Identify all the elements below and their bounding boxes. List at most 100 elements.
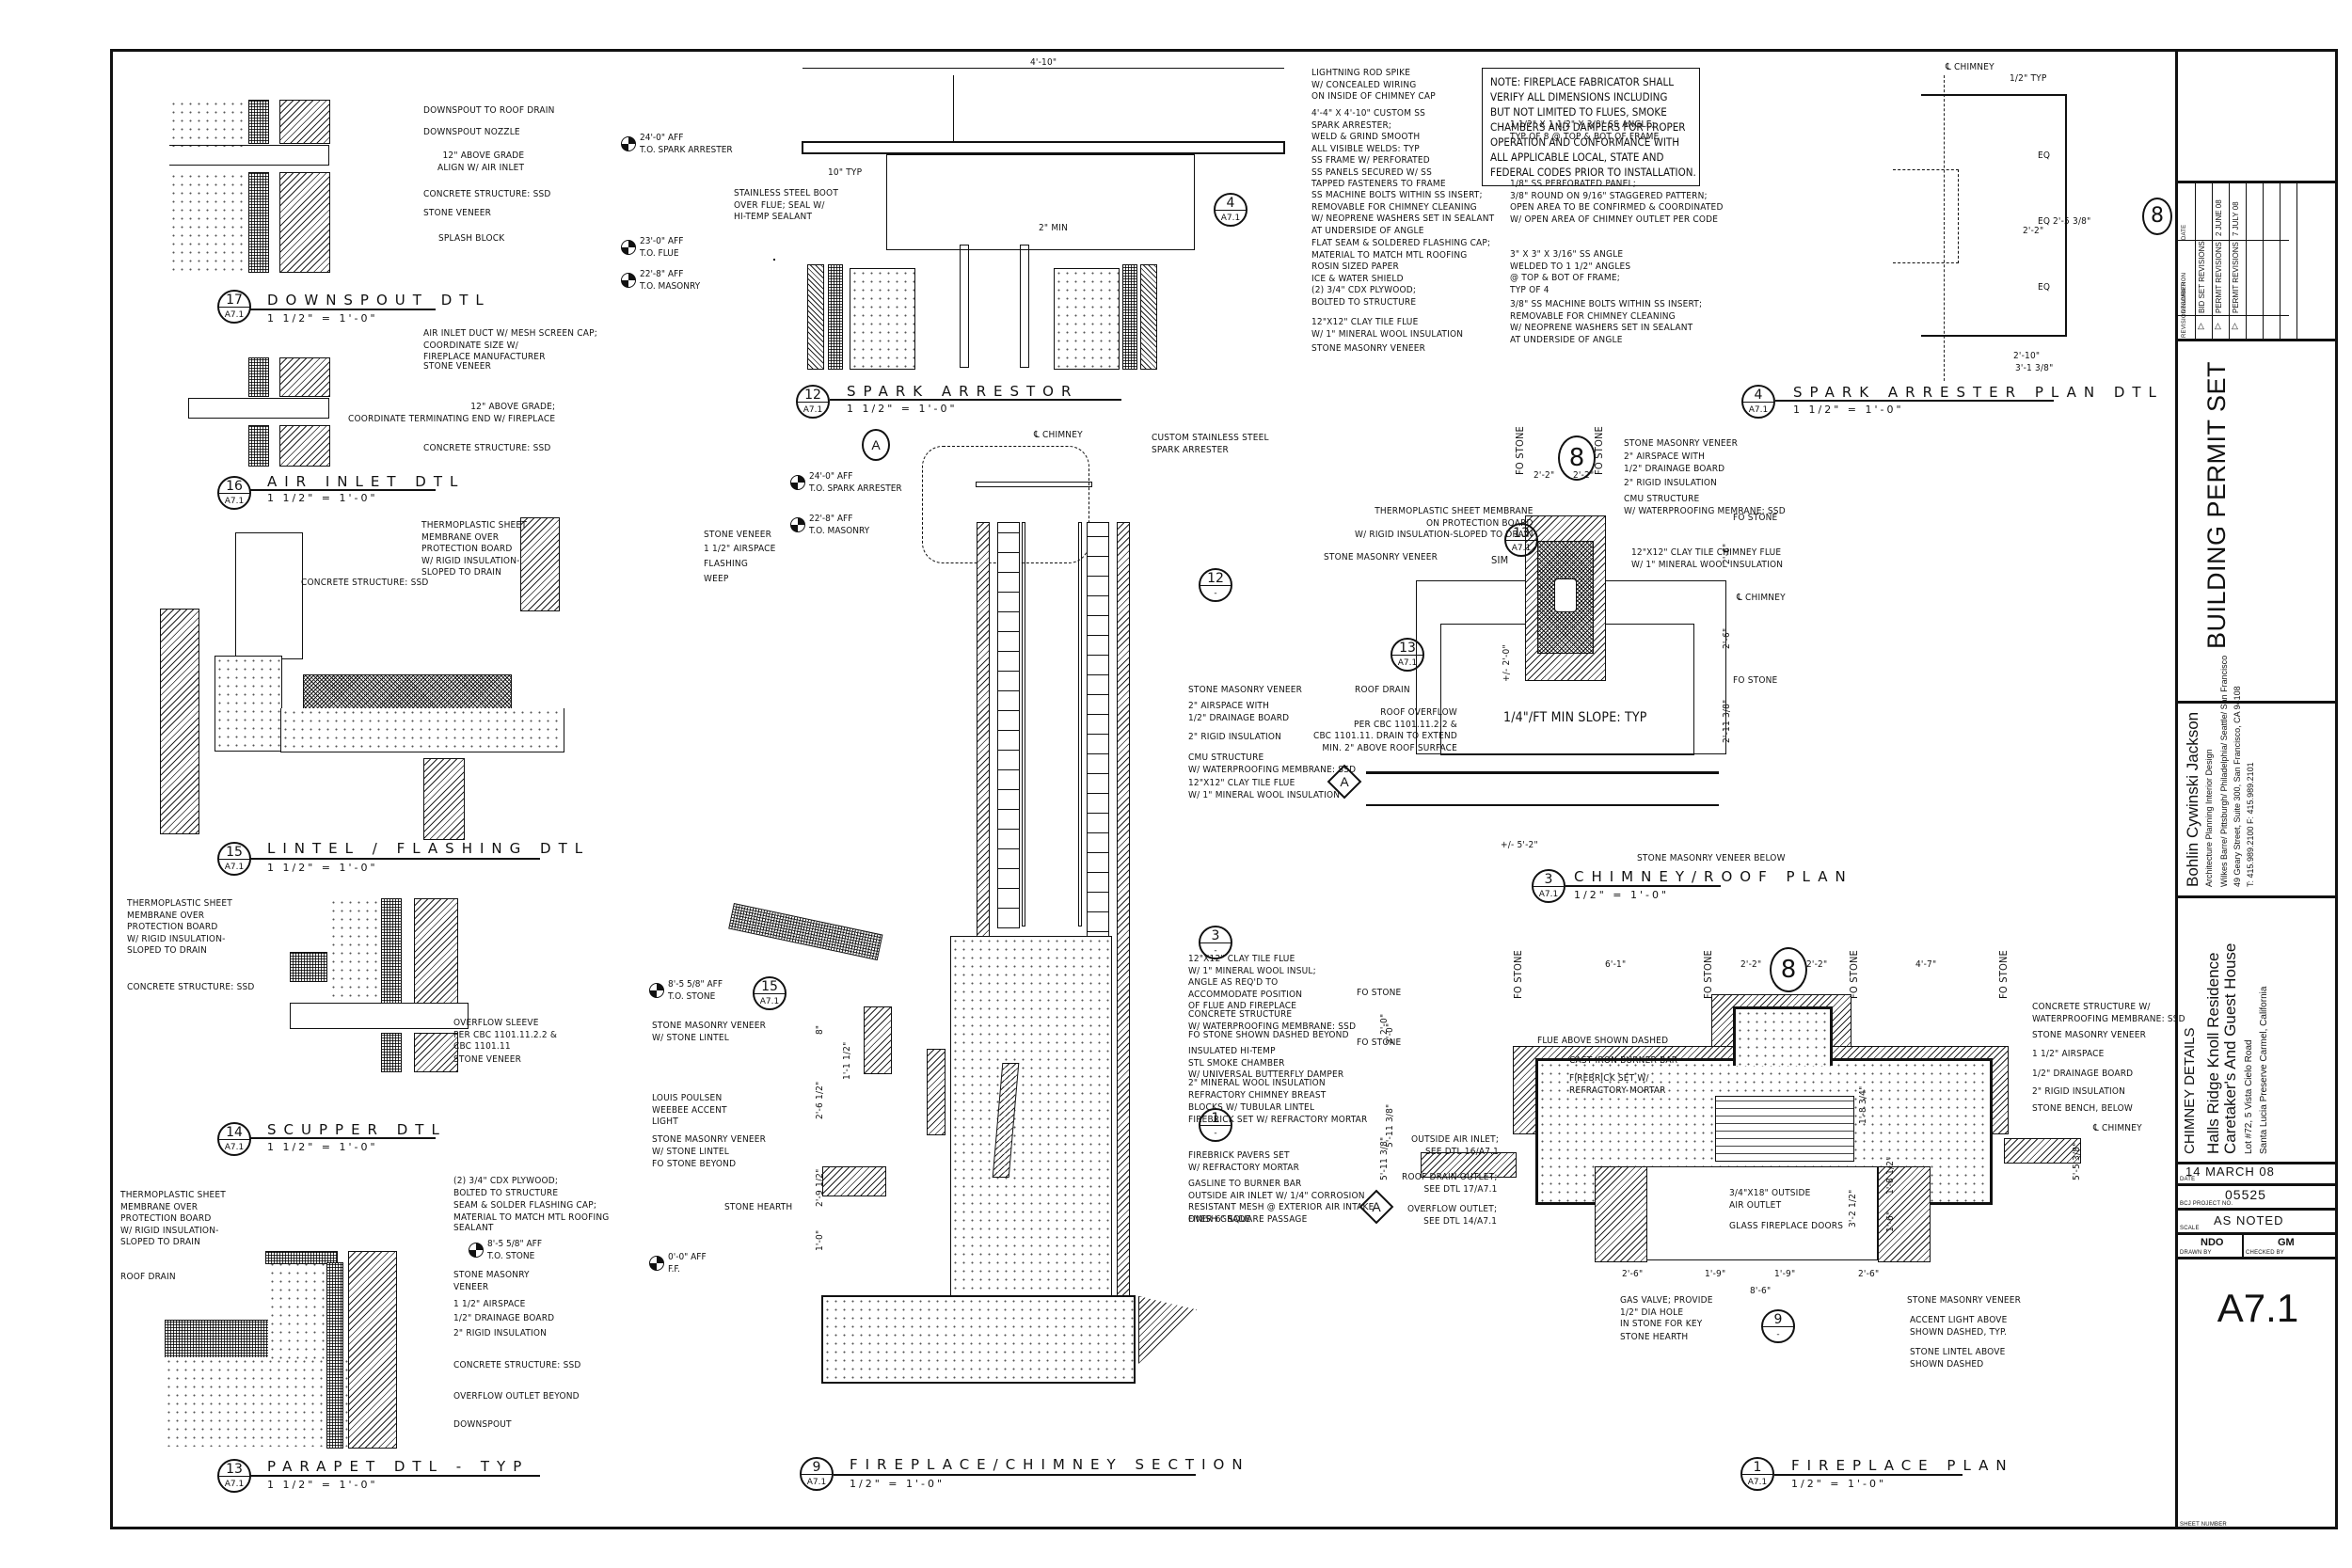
dimension-label: 1'-9" — [1774, 1269, 1796, 1279]
stone-veneer-hatch — [348, 1251, 397, 1449]
label: 2" MINERAL WOOL INSULATION — [1188, 1078, 1326, 1088]
label: GASLINE TO BURNER BAR OUTSIDE AIR INLET … — [1188, 1179, 1375, 1225]
section-mark-9[interactable]: 9- — [1761, 1309, 1795, 1343]
elevation-marker: 22'-8" AFF T.O. MASONRY — [621, 268, 700, 293]
flue-liner — [1022, 522, 1025, 927]
section-mark-12[interactable]: 12- — [1199, 568, 1232, 602]
drawn-by-label: DRAWN BY — [2180, 1250, 2212, 1256]
label: GAS VALVE; PROVIDE 1/2" DIA HOLE IN STON… — [1620, 1295, 1713, 1329]
label: 2" RIGID INSULATION — [2032, 1086, 2126, 1097]
fireplace-opening — [1645, 1166, 1878, 1260]
perforated-panel-outline — [1893, 169, 1959, 263]
firm-phone: T: 415.989.2100 F: 415.989.2101 — [2246, 762, 2255, 887]
drawing-sheet-border — [110, 49, 2338, 1529]
label: STONE MASONRY VENEER — [1188, 685, 1303, 695]
dimension-label: 2'-11 3/8" — [1722, 699, 1732, 743]
dimension-label: 1'-8 3/4" — [1858, 1085, 1868, 1124]
stone-veneer-hatch — [414, 1033, 458, 1072]
section-mark-3[interactable]: 3- — [1199, 926, 1232, 959]
firebox — [1715, 1096, 1854, 1162]
label: SEAM & SOLDER FLASHING CAP; MATERIAL TO … — [453, 1200, 610, 1223]
cmu-structure — [997, 522, 1020, 928]
centerline — [1944, 75, 1945, 381]
wall-line — [1366, 771, 1719, 774]
cell-divider — [2242, 1235, 2244, 1257]
label: 1/8" SS PERFORATED PANEL; 3/8" ROUND ON … — [1510, 179, 1724, 225]
dimension-label: +/- 5'-2" — [1501, 840, 1538, 850]
title-block: DATE DESCRIPTION REVISION NUMBER BID SET… — [2175, 49, 2338, 1529]
label: FINISH GRADE — [1188, 1214, 1251, 1225]
rigid-insulation — [248, 100, 269, 144]
title-underline — [834, 1474, 1196, 1476]
dimension-label: 4'-7" — [1915, 959, 1937, 970]
dimension-label: 5'-11 3/8" — [1385, 1103, 1395, 1148]
detail-title: FIREPLACE PLAN — [1791, 1457, 2014, 1474]
label: CONCRETE STRUCTURE W/ WATERPROOFING MEMB… — [1188, 1009, 1357, 1032]
firm-disciplines: Architecture Planning Interior Design — [2204, 749, 2214, 887]
concrete-structure — [1733, 1006, 1833, 1066]
concrete-structure — [950, 936, 1112, 1309]
header-framing — [235, 532, 303, 659]
lightning-rod — [953, 75, 954, 141]
dimension-label: 2'-6" — [1622, 1269, 1644, 1279]
date-label: DATE — [2180, 1177, 2196, 1182]
label: ROOF DRAIN — [1355, 685, 1410, 695]
dimension-label: 10" TYP — [828, 167, 863, 178]
scale-cell: AS NOTED SCALE — [2178, 1211, 2338, 1235]
label: 12"X12" CLAY TILE FLUE W/ 1" MINERAL WOO… — [1311, 317, 1464, 340]
label: DOWNSPOUT NOZZLE — [423, 127, 520, 137]
label: GLASS FIREPLACE DOORS — [1729, 1221, 1844, 1231]
label: AIR INLET DUCT W/ MESH SCREEN CAP; COORD… — [423, 328, 597, 362]
label: STONE MASONRY VENEER W/ STONE LINTEL — [652, 1021, 767, 1043]
spark-arrester — [976, 482, 1092, 487]
label: STONE VENEER — [423, 208, 492, 218]
label: STONE BENCH, BELOW — [2032, 1103, 2133, 1114]
drawn-by: NDO — [2201, 1237, 2224, 1248]
label: FIREBRICK SET W/ REFRACTORY MORTAR — [1569, 1073, 1666, 1096]
section-mark-1[interactable]: 1- — [1199, 1108, 1232, 1142]
label: CONCRETE STRUCTURE W/ WATERPROOFING MEMB… — [2032, 1002, 2185, 1024]
project-name-line2: Caretaker's And Guest House — [2221, 942, 2239, 1154]
label: 3/8" SS MACHINE BOLTS WITHIN SS INSERT; … — [1510, 299, 1703, 345]
centerline-label: ℄ CHIMNEY — [2093, 1123, 2142, 1133]
dimension-label: 2'-5 3/8" — [2053, 216, 2091, 227]
revision-row — [2212, 183, 2230, 339]
detail-scale: 1 1/2" = 1'-0" — [267, 862, 378, 874]
concrete-fill — [215, 656, 282, 752]
label: STAINLESS STEEL BOOT OVER FLUE; SEAL W/ … — [734, 188, 839, 222]
dimension-label: 2'-9 1/2" — [815, 1168, 825, 1207]
centerline-label: ℄ CHIMNEY — [1946, 62, 1994, 72]
revision-divider — [2178, 240, 2289, 241]
detail-title: FIREPLACE/CHIMNEY SECTION — [850, 1456, 1250, 1473]
detail-scale: 1 1/2" = 1'-0" — [847, 403, 958, 415]
project-cell: CHIMNEY DETAILS Halls Ridge Knoll Reside… — [2178, 895, 2338, 1164]
label: FLASHING — [704, 559, 749, 569]
title-underline — [250, 309, 436, 310]
detail-title: SPARK ARRESTER PLAN DTL — [1793, 384, 2164, 401]
label: INSULATED HI-TEMP STL SMOKE CHAMBER W/ U… — [1188, 1046, 1344, 1080]
dimension-label: 3'-2 1/2" — [1848, 1189, 1858, 1227]
title-underline — [250, 1137, 436, 1139]
stone-veneer-hatch — [279, 425, 330, 467]
firm-address: 49 Geary Street, Suite 300, San Francisc… — [2233, 686, 2242, 887]
dimension-label: 1'-0" — [815, 1229, 825, 1251]
revision-delta-icon: △ — [2215, 321, 2221, 330]
project-number-label: BCJ PROJECT NO. — [2180, 1201, 2233, 1207]
grid-bubble-a: A — [862, 429, 890, 461]
detail-scale: 1 1/2" = 1'-0" — [267, 1141, 378, 1153]
stone-hatch — [2004, 1138, 2081, 1164]
grid-bubble-8: 8 — [1558, 436, 1596, 481]
stone-lintel-hatch — [864, 1006, 892, 1074]
rigid-insulation-roof — [165, 1320, 270, 1359]
scale-label: SCALE — [2180, 1226, 2200, 1231]
overflow-sleeve — [290, 1003, 469, 1029]
stone-veneer-hatch — [279, 172, 330, 273]
dimension-label: 1'-9" — [1705, 1269, 1726, 1279]
drawn-checked-cell: NDO DRAWN BY GM CHECKED BY — [2178, 1235, 2338, 1259]
